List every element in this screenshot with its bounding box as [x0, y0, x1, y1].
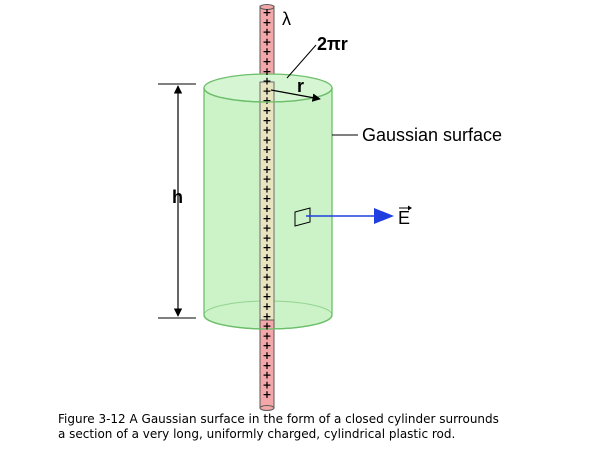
charge-plus: +	[262, 280, 271, 293]
charge-plus: +	[262, 300, 271, 313]
charge-plus: +	[262, 35, 271, 48]
charge-plus: +	[262, 231, 271, 244]
charge-plus: +	[262, 202, 271, 215]
lambda-label: λ	[282, 9, 291, 29]
charge-plus: +	[262, 349, 271, 362]
charge-plus: +	[262, 378, 271, 391]
circumference-leader	[286, 44, 317, 79]
charge-plus: +	[262, 6, 271, 19]
radius-arrow	[270, 89, 321, 102]
field-label: E	[398, 208, 410, 228]
charge-plus: +	[262, 84, 271, 97]
area-element-patch	[294, 207, 311, 227]
charge-plus: +	[262, 163, 271, 176]
charge-plus: +	[262, 104, 271, 117]
charge-plus: +	[262, 45, 271, 58]
charge-plus: +	[262, 359, 271, 372]
gaussian-surface-label: Gaussian surface	[362, 125, 502, 145]
charge-plus: +	[262, 251, 271, 264]
rod-charges: ++++++++++++++++++++++++++++++++++++++++	[262, 6, 271, 401]
charge-plus: +	[262, 153, 271, 166]
charge-plus: +	[262, 26, 271, 39]
cylinder-bottom-front-edge	[203, 314, 333, 330]
caption-line-2: a section of a very long, uniformly char…	[58, 427, 456, 441]
rod-top-cap	[259, 4, 275, 10]
charge-plus: +	[262, 65, 271, 78]
charge-plus: +	[262, 75, 271, 88]
cap-ring-front	[203, 87, 333, 103]
rod-bottom-cap	[259, 405, 275, 411]
radius-label: r	[297, 76, 304, 96]
charge-plus: +	[262, 241, 271, 254]
charge-plus: +	[262, 271, 271, 284]
charge-plus: +	[262, 212, 271, 225]
charge-plus: +	[262, 329, 271, 342]
charge-plus: +	[262, 16, 271, 29]
charge-plus: +	[262, 114, 271, 127]
charge-plus: +	[262, 192, 271, 205]
charge-plus: +	[262, 339, 271, 352]
charge-plus: +	[262, 261, 271, 274]
charge-plus: +	[262, 124, 271, 137]
figure-caption: Figure 3-12 A Gaussian surface in the fo…	[58, 412, 598, 442]
field-arrow-head	[374, 208, 394, 224]
charge-plus: +	[262, 369, 271, 382]
charge-plus: +	[262, 310, 271, 323]
charge-plus: +	[262, 222, 271, 235]
charge-plus: +	[262, 133, 271, 146]
caption-line-1: Figure 3-12 A Gaussian surface in the fo…	[58, 412, 499, 426]
charge-plus: +	[262, 182, 271, 195]
height-label: h	[172, 187, 183, 207]
charge-plus: +	[262, 290, 271, 303]
charge-plus: +	[262, 388, 271, 401]
field-vector-bar-head	[408, 205, 412, 211]
circumference-label: 2πr	[317, 34, 348, 54]
charge-plus: +	[262, 143, 271, 156]
charge-plus: +	[262, 55, 271, 68]
charge-plus: +	[262, 173, 271, 186]
charge-plus: +	[262, 94, 271, 107]
charge-plus: +	[262, 320, 271, 333]
